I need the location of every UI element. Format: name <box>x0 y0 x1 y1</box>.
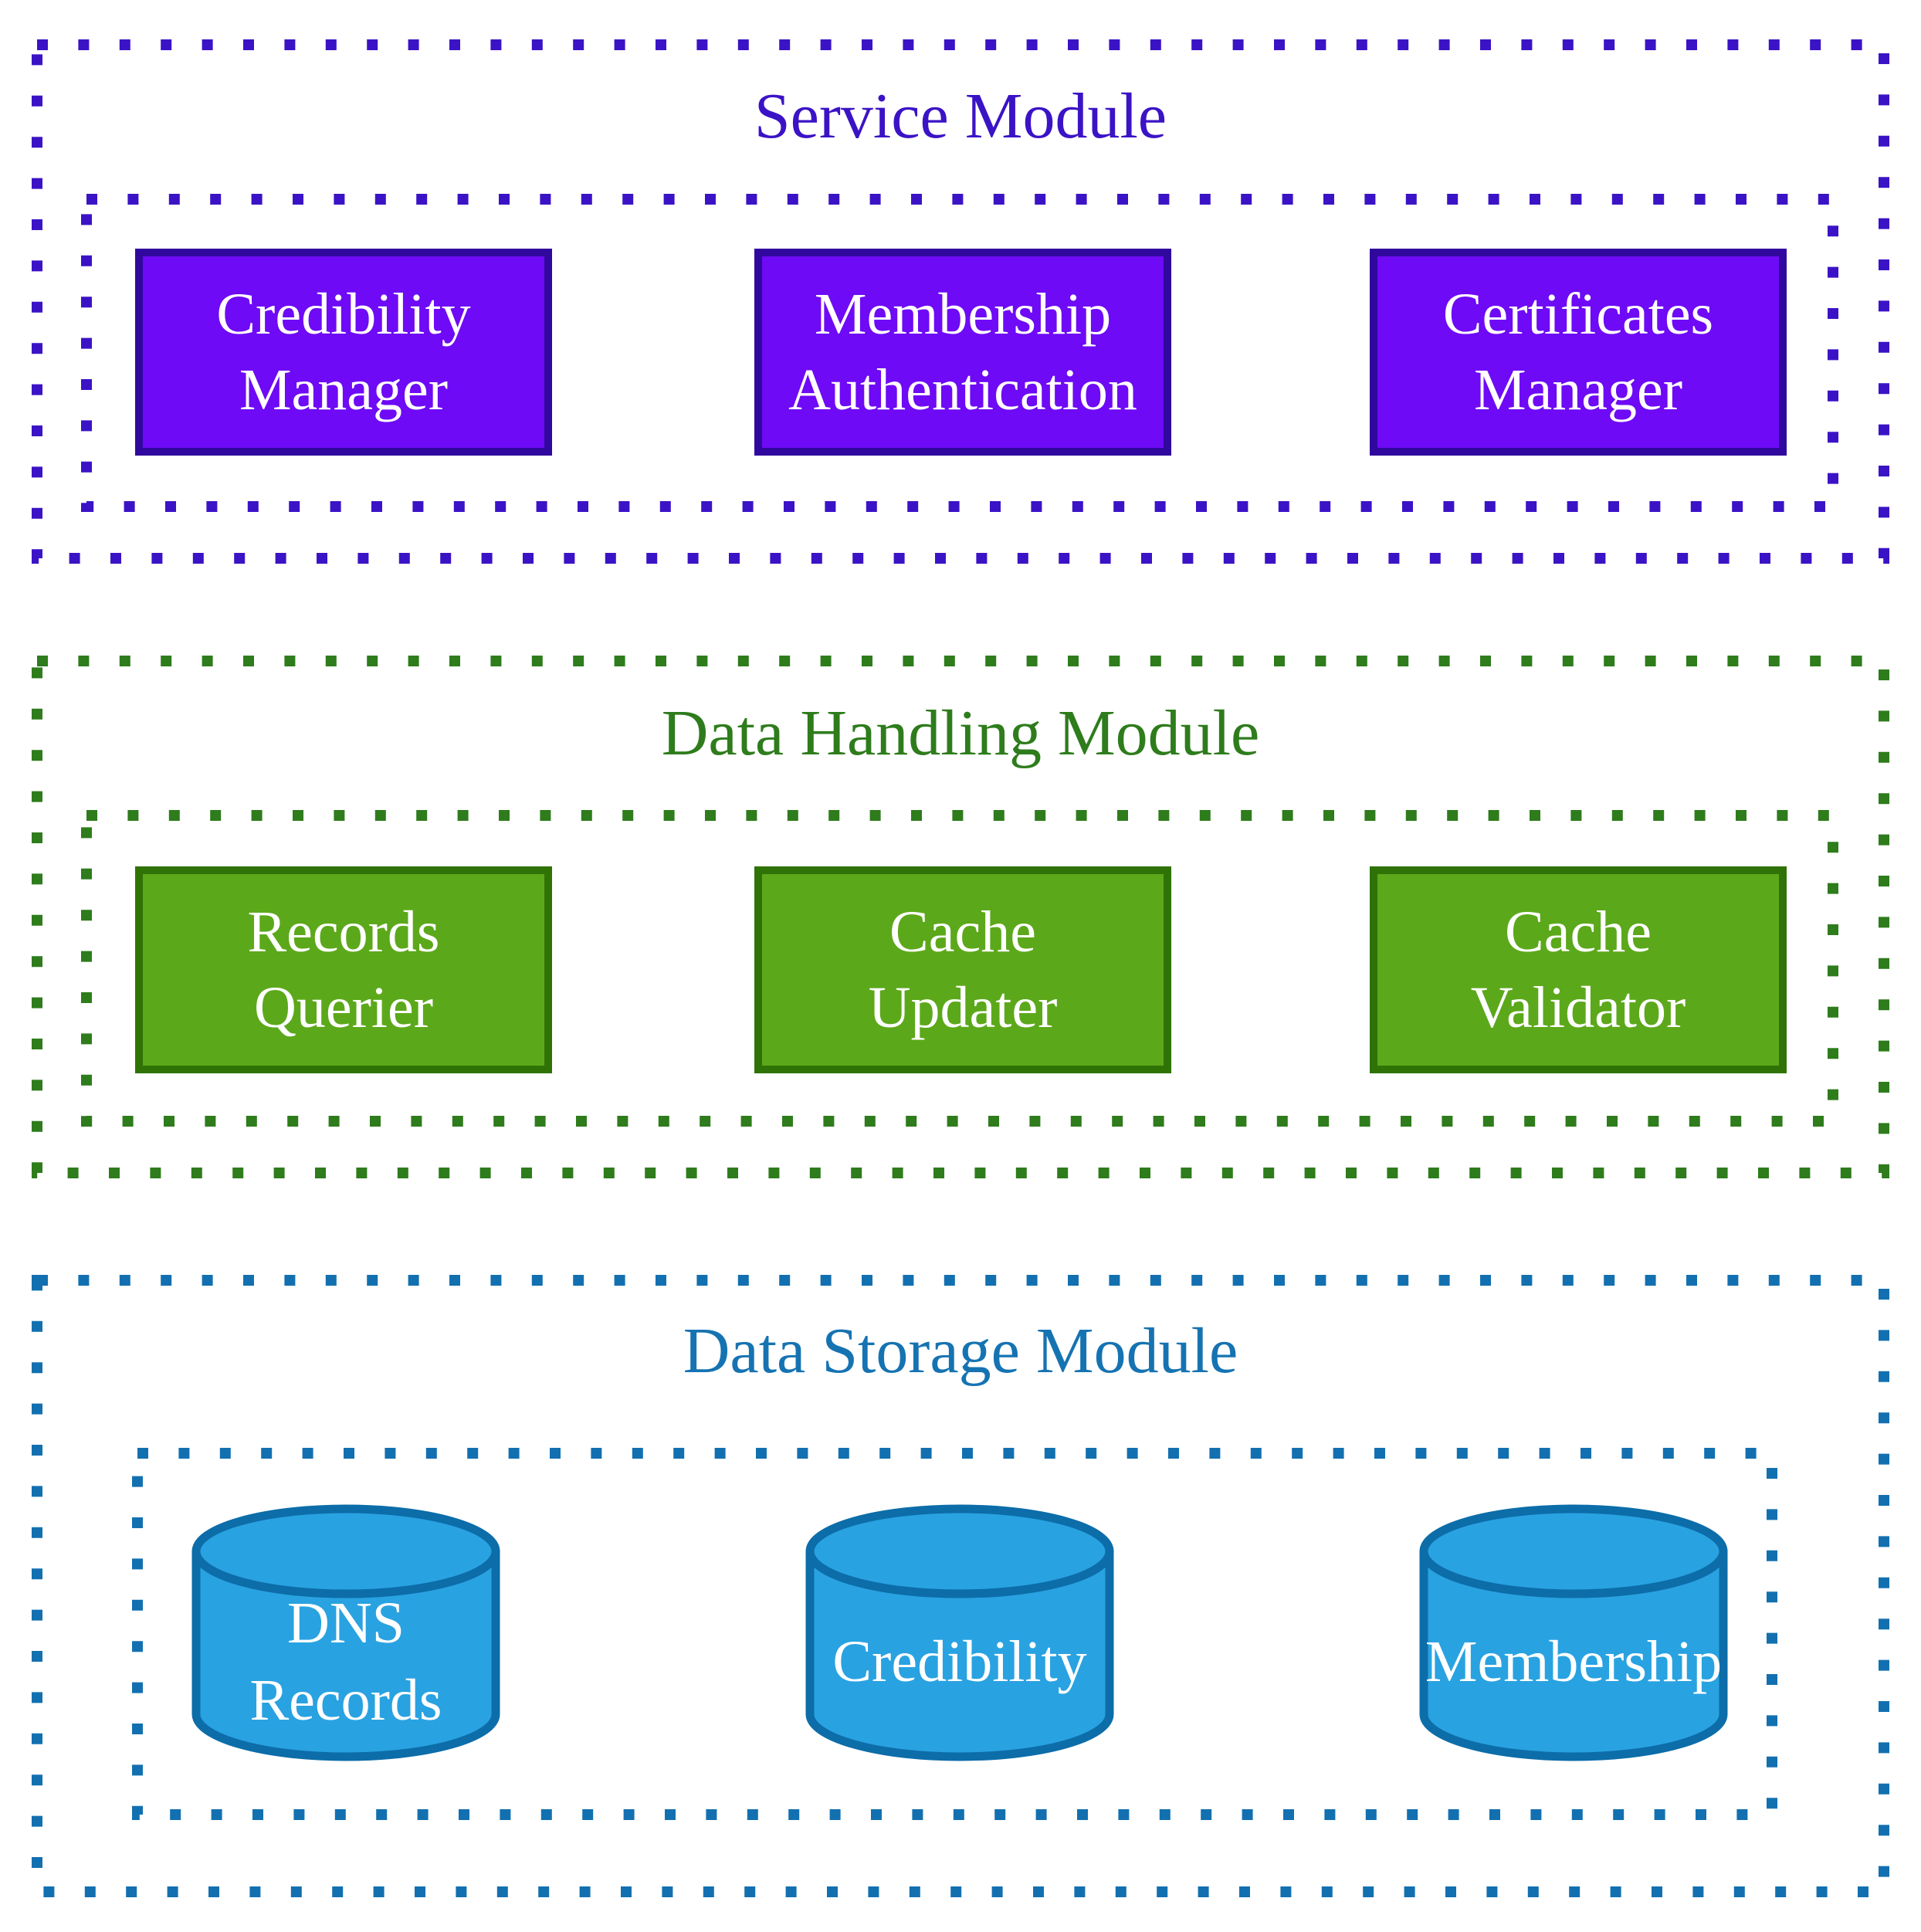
membership-authentication-label-line1: Membership <box>814 282 1112 347</box>
certificates-manager-label-line2: Manager <box>1473 358 1683 422</box>
cache-validator-label-line2: Validator <box>1470 975 1686 1040</box>
membership-store-label: Membership <box>1419 1585 1728 1739</box>
data-handling-module-outer-border <box>32 656 1889 1178</box>
cache-validator-label-line1: Cache <box>1505 900 1652 964</box>
service-module-inner-border <box>81 194 1838 512</box>
cache-updater-label-line1: Cache <box>889 900 1036 964</box>
data-handling-module-title: Data Handling Module <box>661 697 1260 769</box>
membership-store-label-line1: Membership <box>1425 1629 1723 1694</box>
data-storage-module-outer-border <box>32 1275 1889 1897</box>
certificates-manager-box: Certificates Manager <box>1370 249 1787 456</box>
dns-records-database-cylinder-icon <box>191 1504 500 1761</box>
data-storage-module-title: Data Storage Module <box>683 1315 1238 1387</box>
credibility-manager-label-line1: Credibility <box>216 282 471 347</box>
credibility-store-label-line1: Credibility <box>832 1629 1087 1694</box>
cache-updater-label-line2: Updater <box>868 975 1058 1040</box>
service-module-title: Service Module <box>754 80 1167 152</box>
dns-records-label-line2: Records <box>249 1668 442 1733</box>
membership-authentication-box: Membership Authentication <box>754 249 1171 456</box>
membership-authentication-label-line2: Authentication <box>788 358 1137 422</box>
dns-records-label: DNS Records <box>191 1585 500 1739</box>
data-storage-module-inner-border <box>132 1448 1777 1820</box>
membership-database-cylinder-icon <box>1419 1504 1728 1761</box>
credibility-store-label: Credibility <box>805 1585 1114 1739</box>
records-querier-label-line2: Querier <box>253 975 434 1040</box>
credibility-manager-box: Credibility Manager <box>135 249 552 456</box>
service-module-outer-border <box>32 39 1889 564</box>
cache-updater-box: Cache Updater <box>754 866 1171 1073</box>
records-querier-box: Records Querier <box>135 866 552 1073</box>
data-handling-module-inner-border <box>81 810 1838 1127</box>
credibility-database-cylinder-icon <box>805 1504 1114 1761</box>
certificates-manager-label-line1: Certificates <box>1442 282 1714 347</box>
credibility-manager-label-line2: Manager <box>239 358 449 422</box>
records-querier-label-line1: Records <box>247 900 440 964</box>
dns-records-label-line1: DNS <box>286 1591 405 1656</box>
cache-validator-box: Cache Validator <box>1370 866 1787 1073</box>
